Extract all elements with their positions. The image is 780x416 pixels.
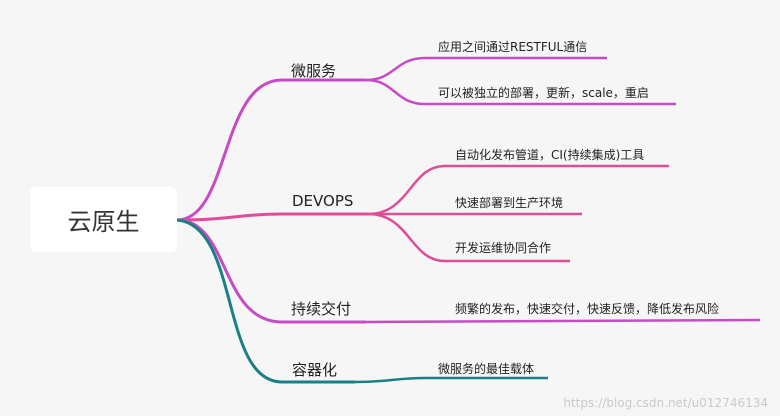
- leaf-devops-collaboration[interactable]: 开发运维协同合作: [455, 241, 552, 255]
- branch-microservices[interactable]: 微服务: [291, 62, 337, 80]
- connector-root-devops: [176, 212, 368, 222]
- leaf-frequent-release[interactable]: 频繁的发布，快速交付，快速反馈，降低发布风险: [455, 302, 720, 316]
- connector-root-cd: [176, 218, 366, 324]
- connector-cd-child-1: [365, 318, 761, 324]
- connector-devops-child-1: [367, 164, 669, 216]
- connector-root-containers: [176, 218, 355, 384]
- branch-devops[interactable]: DEVOPS: [292, 192, 354, 210]
- leaf-best-carrier[interactable]: 微服务的最佳载体: [438, 362, 535, 376]
- connector-devops-child-3: [367, 212, 570, 263]
- branch-continuous-delivery[interactable]: 持续交付: [291, 300, 352, 318]
- watermark: https://blog.csdn.net/u012746134: [563, 396, 768, 410]
- leaf-ci-pipeline[interactable]: 自动化发布管道，CI(持续集成)工具: [455, 148, 645, 162]
- root-node[interactable]: 云原生: [30, 187, 177, 252]
- leaf-independent-deploy[interactable]: 可以被独立的部署，更新，scale，重启: [438, 86, 649, 100]
- branch-containerization[interactable]: 容器化: [292, 361, 338, 379]
- connector-ms-child-2: [365, 78, 676, 106]
- connector-ms-child-1: [365, 56, 607, 82]
- leaf-restful-communication[interactable]: 应用之间通过RESTFUL通信: [438, 40, 588, 54]
- connector-root-microservices: [176, 78, 366, 222]
- root-node-label: 云原生: [67, 208, 140, 236]
- connector-containers-child-1: [354, 376, 548, 384]
- leaf-fast-deploy[interactable]: 快速部署到生产环境: [455, 196, 564, 210]
